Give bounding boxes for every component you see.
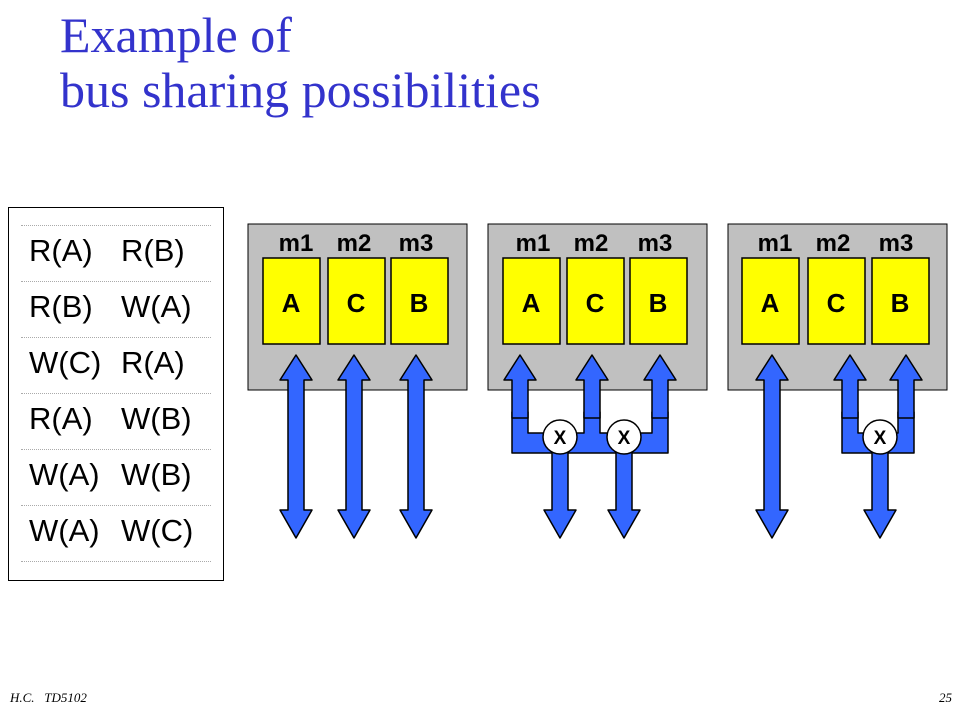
config-panel-3: m1 m2 m3 A C B X [727,223,948,539]
module-box [390,257,449,345]
memory-label: m3 [879,230,914,257]
operation-row: W(C) R(A) [21,337,211,394]
switch-node [542,419,578,455]
memory-label: m2 [574,230,609,257]
module-label: B [649,288,668,318]
operation-first: R(A) [29,233,93,268]
bus-arrow-down [863,444,897,539]
module-label: B [410,288,429,318]
title-line-1: Example of [60,7,292,63]
module-box [327,257,386,345]
footer-page-number: 25 [939,690,952,705]
operation-row: R(A) R(B) [21,225,211,282]
module-box [502,257,561,345]
operation-second: R(A) [121,345,185,380]
operation-first: R(B) [29,289,93,324]
module-box [871,257,930,345]
bus-arrow-down [607,444,641,539]
memory-label: m1 [758,230,793,257]
switch-node [862,419,898,455]
module-label: A [761,288,780,318]
operation-second: W(B) [121,457,192,492]
table-divider [21,561,211,562]
operation-first: W(A) [29,457,100,492]
module-label: A [282,288,301,318]
title-line-2: bus sharing possibilities [60,62,541,118]
module-label: C [347,288,366,318]
module-box [566,257,625,345]
module-label: C [827,288,846,318]
memory-label: m3 [399,230,434,257]
switch-node [606,419,642,455]
module-label: C [586,288,605,318]
operation-row: R(A) W(B) [21,393,211,450]
module-box [741,257,800,345]
memory-label: m1 [279,230,314,257]
operation-row: R(B) W(A) [21,281,211,338]
module-box [629,257,688,345]
memory-label: m2 [816,230,851,257]
switch-label: X [618,428,631,449]
module-box [262,257,321,345]
module-label: A [522,288,541,318]
footer-course: H.C. TD5102 [10,690,87,705]
operation-first: W(A) [29,513,100,548]
switch-label: X [874,428,887,449]
config-panel-1: m1 m2 m3 A C B [247,223,468,539]
memory-label: m1 [516,230,551,257]
operations-table: R(A) R(B) R(B) W(A) W(C) R(A) R(A) W(B) … [8,207,224,581]
memory-label: m3 [638,230,673,257]
bus-arrow-down [543,444,577,539]
operation-second: R(B) [121,233,185,268]
switch-label: X [554,428,567,449]
module-box [807,257,866,345]
operation-first: W(C) [29,345,102,380]
operation-row: W(A) W(B) [21,449,211,506]
module-label: B [891,288,910,318]
memory-label: m2 [337,230,372,257]
operation-second: W(A) [121,289,192,324]
operation-row: W(A) W(C) [21,505,211,562]
page-title: Example of bus sharing possibilities [60,8,541,118]
config-panel-2: m1 m2 m3 A C B X X [487,223,708,539]
operation-second: W(C) [121,513,194,548]
operation-second: W(B) [121,401,192,436]
operation-first: R(A) [29,401,93,436]
